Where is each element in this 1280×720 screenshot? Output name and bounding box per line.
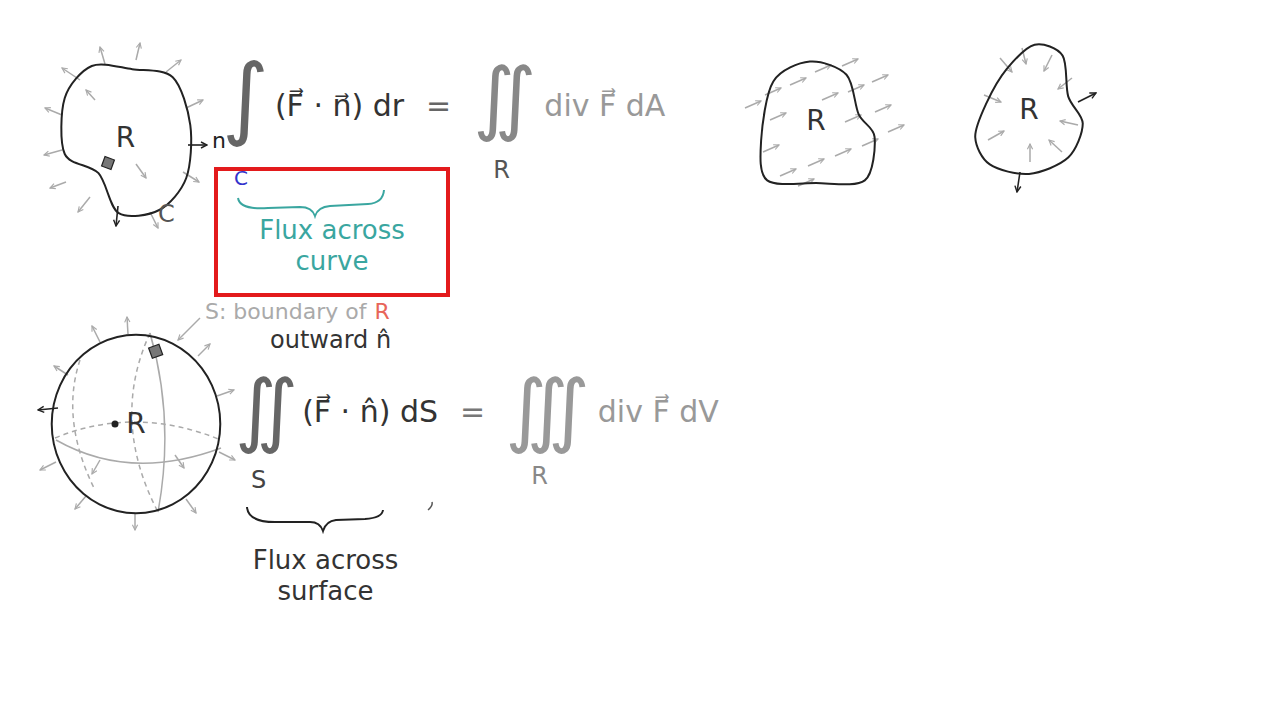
region-outline: R <box>58 58 193 218</box>
integral-sign: ∬ <box>235 370 298 450</box>
vector-field <box>984 48 1078 162</box>
caption-text: Flux across surface <box>228 545 423 607</box>
label-anchor: = <box>460 394 485 430</box>
label-anchor: ∬ <box>473 58 536 138</box>
label-anchor: div F⃗ dA <box>544 88 665 124</box>
normal-arrow <box>116 206 118 226</box>
label-anchor: S <box>251 466 266 495</box>
integral-limit: R <box>493 156 510 185</box>
label-anchor: R <box>493 156 510 185</box>
label-anchor: Flux across surface <box>228 545 423 607</box>
outline-path <box>760 61 874 184</box>
solid-region: R <box>50 333 222 515</box>
integral-limit: C <box>234 166 248 190</box>
surface-element <box>149 344 163 358</box>
label-anchor: = <box>426 88 451 124</box>
label-anchor: (F⃗ · n⃗) dr <box>275 88 404 124</box>
label-anchor: ∭ <box>505 370 590 450</box>
pen-mark <box>428 502 432 510</box>
vector-field <box>745 59 904 186</box>
integrand: (F⃗ · n⃗) dr <box>275 88 404 124</box>
caption-text: Flux across curve <box>237 215 427 277</box>
equals-sign: = <box>460 394 485 430</box>
region-label: R <box>126 407 145 441</box>
vector-field <box>44 43 203 228</box>
label-anchor: C <box>158 200 175 229</box>
integrand: div F⃗ dA <box>544 88 665 124</box>
leader-line <box>178 318 200 340</box>
integral-sign: ∭ <box>505 370 590 450</box>
integral-limit: R <box>531 462 548 491</box>
label-anchor: outward n̂ <box>270 326 391 355</box>
region-outline: R <box>973 42 1085 178</box>
region-label: R <box>1019 93 1038 127</box>
label-anchor: S: boundary of <box>205 299 366 325</box>
normal-arrow <box>38 408 58 410</box>
normal-arrow <box>1078 93 1096 102</box>
label-anchor: ∬ <box>235 370 298 450</box>
label-anchor: div F⃗ dV <box>598 394 719 430</box>
annotation: S: boundary of <box>205 299 366 325</box>
vector-field <box>40 317 235 530</box>
region-label: R <box>806 104 825 138</box>
brace <box>247 507 383 531</box>
integral-sign: ∬ <box>473 58 536 138</box>
highlight-box: Flux across curve <box>214 167 450 297</box>
brace <box>238 190 384 216</box>
label-anchor: (F⃗ · n̂) dS <box>302 394 438 430</box>
annotation: outward n̂ <box>270 326 391 355</box>
label-anchor: R <box>531 462 548 491</box>
curve-label: C <box>158 200 175 229</box>
label-anchor: R <box>374 299 389 325</box>
outline-path <box>975 44 1083 174</box>
label-anchor: ∫ <box>222 52 269 142</box>
normal-arrow <box>1017 172 1020 192</box>
integrand: div F⃗ dV <box>598 394 719 430</box>
integral-limit: S <box>251 466 266 495</box>
region-label: R <box>116 121 135 155</box>
area-element <box>102 157 115 170</box>
equals-sign: = <box>426 88 451 124</box>
outline-path <box>52 335 221 513</box>
integral-sign: ∫ <box>222 52 269 142</box>
label-anchor: C <box>234 166 248 190</box>
annotation: R <box>374 299 389 325</box>
region-outline: R <box>755 55 877 187</box>
integrand: (F⃗ · n̂) dS <box>302 394 438 430</box>
outline-path <box>61 64 191 216</box>
point <box>112 421 119 428</box>
